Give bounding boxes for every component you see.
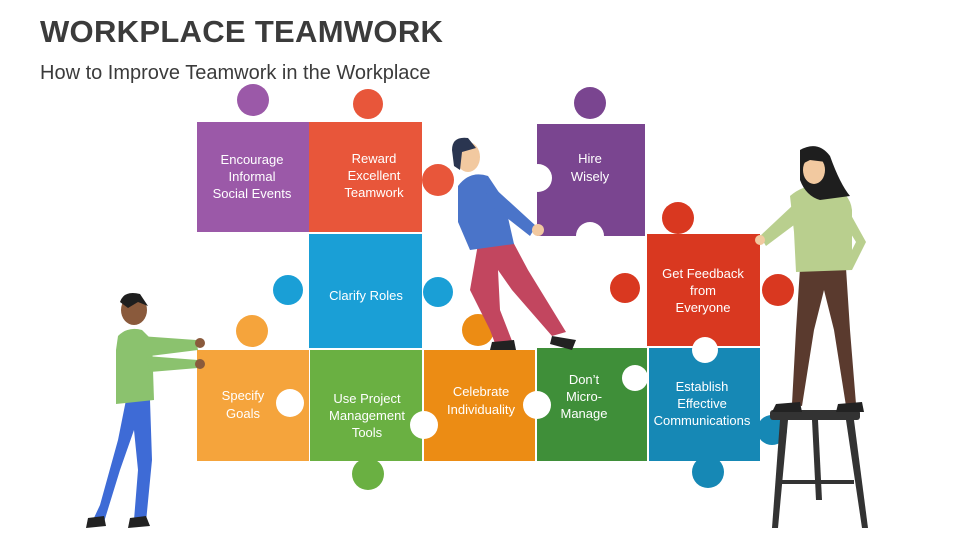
woman-on-stool-icon bbox=[755, 146, 866, 412]
puzzle-piece-feedback bbox=[647, 234, 760, 346]
label-clarify: Clarify Roles bbox=[329, 288, 403, 303]
puzzle-piece-clarify bbox=[309, 234, 422, 348]
puzzle-piece-communications bbox=[649, 348, 760, 461]
page-title: WORKPLACE TEAMWORK bbox=[40, 14, 444, 49]
tab-reward-right bbox=[422, 164, 454, 196]
tab-hire-top bbox=[574, 87, 606, 119]
person-climbing-icon bbox=[452, 137, 576, 350]
person-pushing-icon bbox=[86, 293, 205, 528]
tab-goals-top bbox=[236, 315, 268, 347]
puzzle-piece-encourage bbox=[197, 122, 309, 232]
puzzle-piece-micromanage bbox=[537, 348, 647, 461]
puzzle-tabs bbox=[236, 84, 794, 490]
tab-encourage-top bbox=[237, 84, 269, 116]
tab-clarify-left bbox=[273, 275, 303, 305]
tab-feedback-top bbox=[662, 202, 694, 234]
page-subtitle: How to Improve Teamwork in the Workplace bbox=[40, 62, 431, 84]
tab-tools-bottom bbox=[352, 458, 384, 490]
puzzle-bodies bbox=[197, 122, 760, 461]
stool-icon bbox=[770, 410, 868, 528]
puzzle-piece-reward bbox=[309, 122, 422, 232]
tab-feedback-right bbox=[762, 274, 794, 306]
tab-feedback-left bbox=[610, 273, 640, 303]
puzzle-slots bbox=[276, 164, 718, 439]
tab-reward-top bbox=[353, 89, 383, 119]
puzzle-piece-hire bbox=[537, 124, 645, 236]
puzzle-piece-tools bbox=[310, 350, 422, 461]
tab-clarify-right bbox=[423, 277, 453, 307]
puzzle-piece-celebrate bbox=[424, 350, 535, 461]
tab-comm-bottom bbox=[692, 456, 724, 488]
